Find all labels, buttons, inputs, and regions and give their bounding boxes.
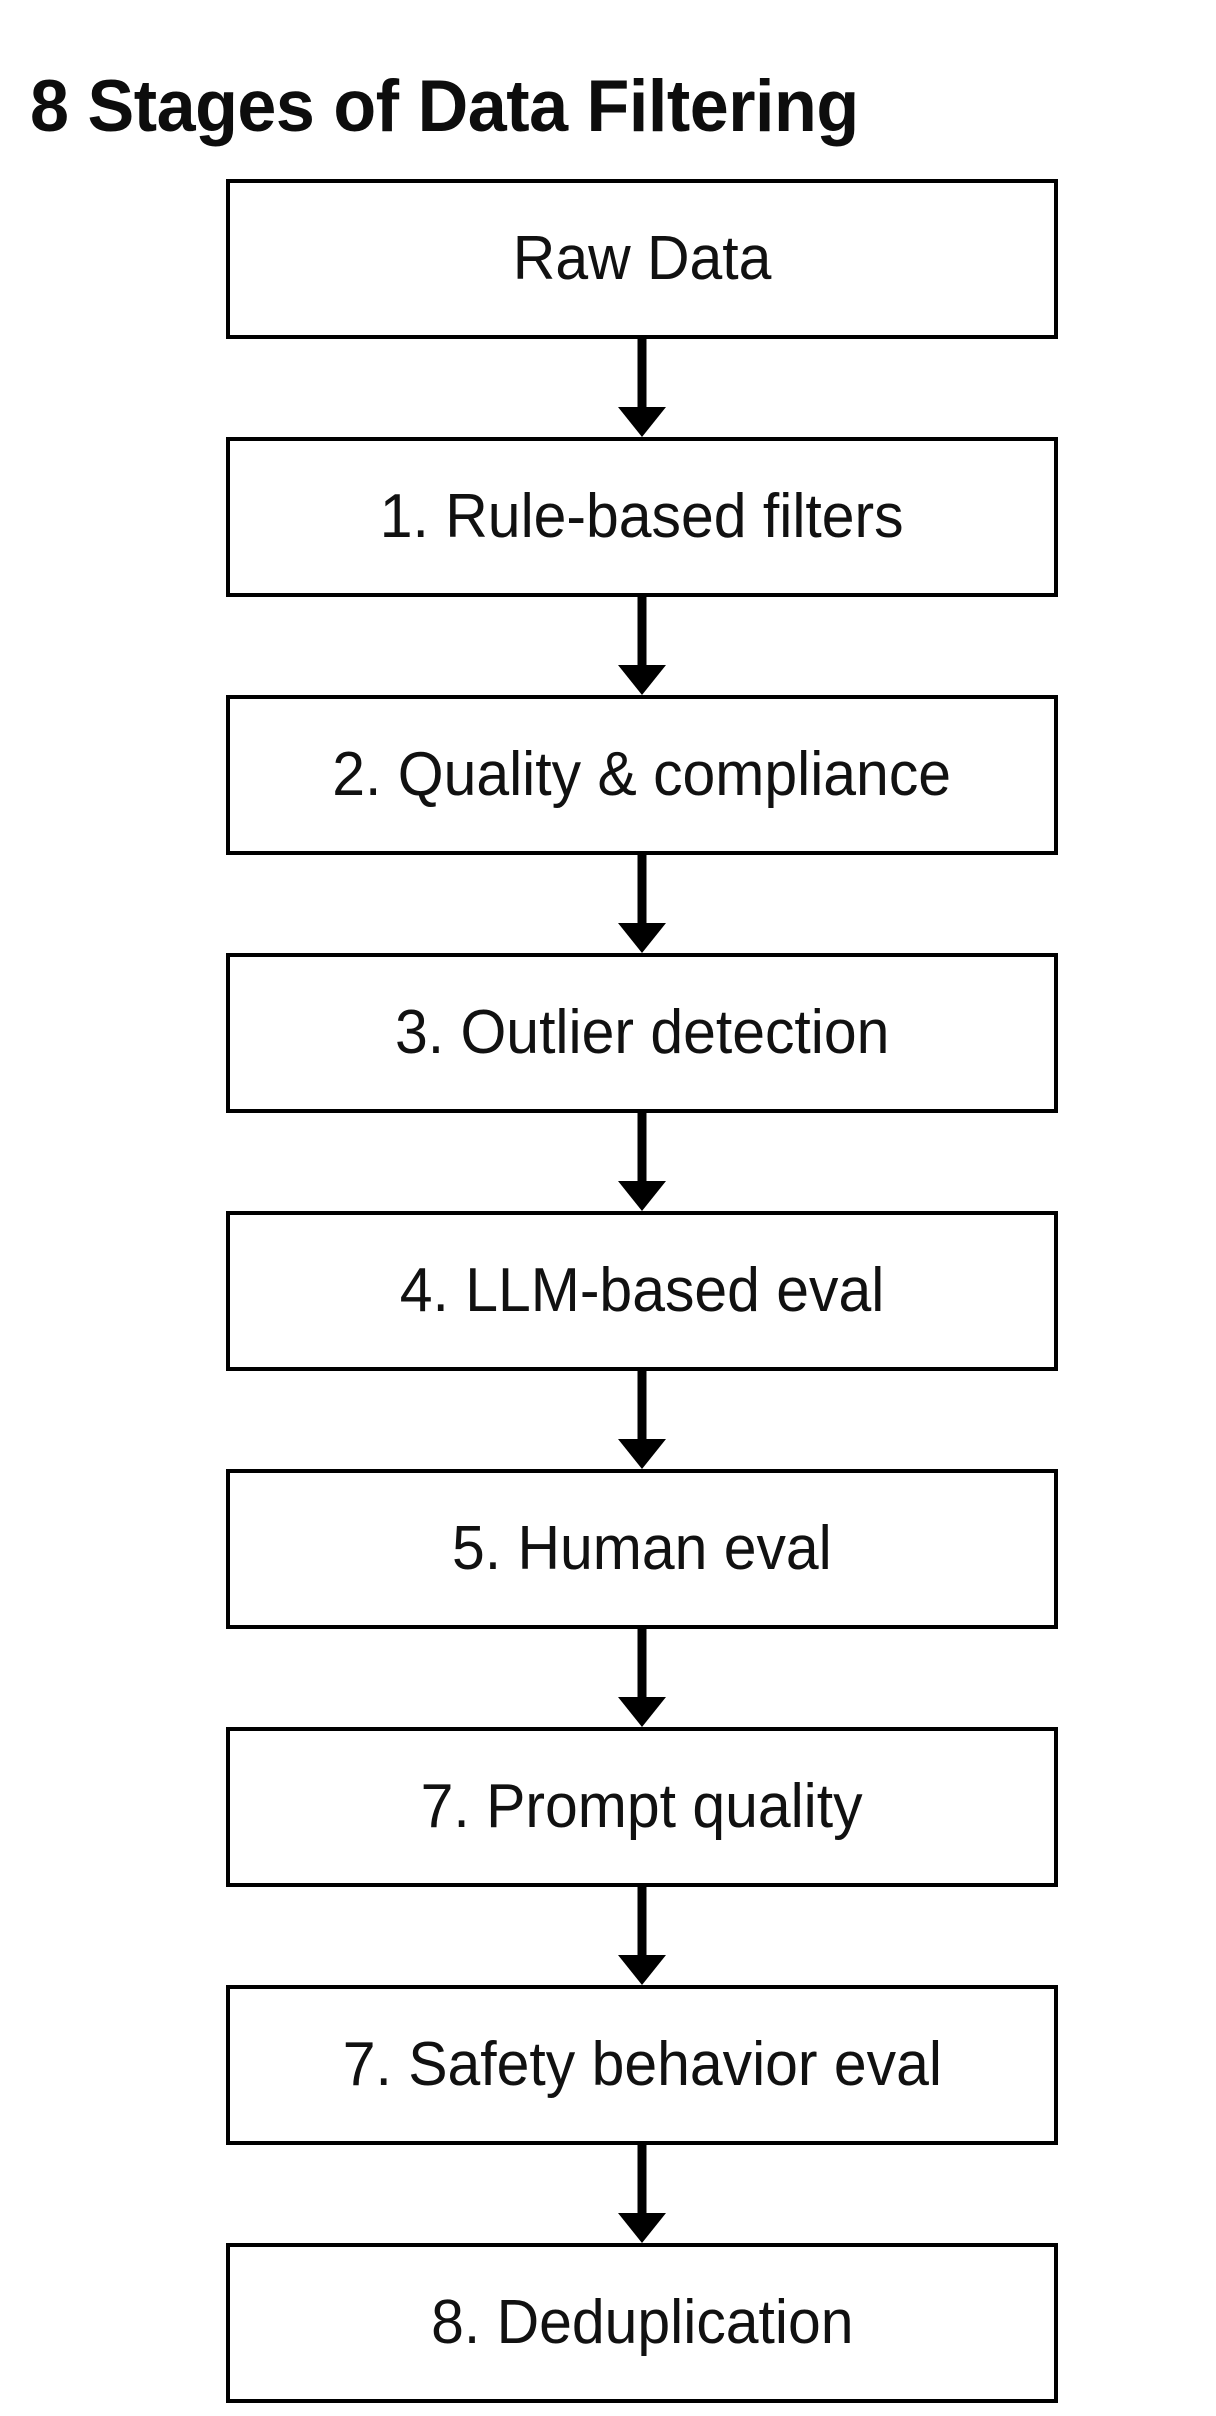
down-arrow-icon [618,1371,666,1469]
down-arrow-icon [618,597,666,695]
connector-arrow [226,1887,1058,1985]
stage-row: 1. Rule-based filters [226,437,1058,597]
stage-row: 2. Quality & compliance [226,695,1058,855]
node-outlier-detection[interactable]: 3. Outlier detection [226,953,1058,1113]
connector-arrow [226,855,1058,953]
connector-arrow [226,2145,1058,2243]
connector-arrow [226,597,1058,695]
connector-arrow [226,1113,1058,1211]
connector-arrow [226,1371,1058,1469]
stage-row: 5. Human eval [226,1469,1058,1629]
down-arrow-icon [618,1887,666,1985]
page-title: 8 Stages of Data Filtering [30,65,859,147]
connector-arrow [226,1629,1058,1727]
stage-label: 1. Rule-based filters [380,482,904,551]
flowchart-column: Raw Data 1. Rule-based filters 2. Quality … [226,179,1058,2403]
stage-row: 3. Outlier detection [226,953,1058,1113]
node-prompt-quality[interactable]: 7. Prompt quality [226,1727,1058,1887]
node-deduplication[interactable]: 8. Deduplication [226,2243,1058,2403]
down-arrow-icon [618,1113,666,1211]
stage-label: 2. Quality & compliance [332,740,952,809]
down-arrow-icon [618,1629,666,1727]
stage-label: 7. Safety behavior eval [342,2030,942,2099]
stage-label: 5. Human eval [452,1514,832,1583]
down-arrow-icon [618,855,666,953]
down-arrow-icon [618,2145,666,2243]
stage-row: Raw Data [226,179,1058,339]
node-llm-based-eval[interactable]: 4. LLM-based eval [226,1211,1058,1371]
node-quality-compliance[interactable]: 2. Quality & compliance [226,695,1058,855]
stage-label: 4. LLM-based eval [399,1256,885,1325]
down-arrow-icon [618,339,666,437]
stage-row: 8. Deduplication [226,2243,1058,2403]
stage-label: 7. Prompt quality [421,1772,863,1841]
stage-label: 8. Deduplication [430,2288,854,2357]
stage-row: 7. Prompt quality [226,1727,1058,1887]
node-rule-based-filters[interactable]: 1. Rule-based filters [226,437,1058,597]
node-human-eval[interactable]: 5. Human eval [226,1469,1058,1629]
node-safety-behavior-eval[interactable]: 7. Safety behavior eval [226,1985,1058,2145]
stage-row: 4. LLM-based eval [226,1211,1058,1371]
node-raw-data[interactable]: Raw Data [226,179,1058,339]
stage-row: 7. Safety behavior eval [226,1985,1058,2145]
stage-label: Raw Data [512,224,772,293]
connector-arrow [226,339,1058,437]
stage-label: 3. Outlier detection [394,998,890,1067]
